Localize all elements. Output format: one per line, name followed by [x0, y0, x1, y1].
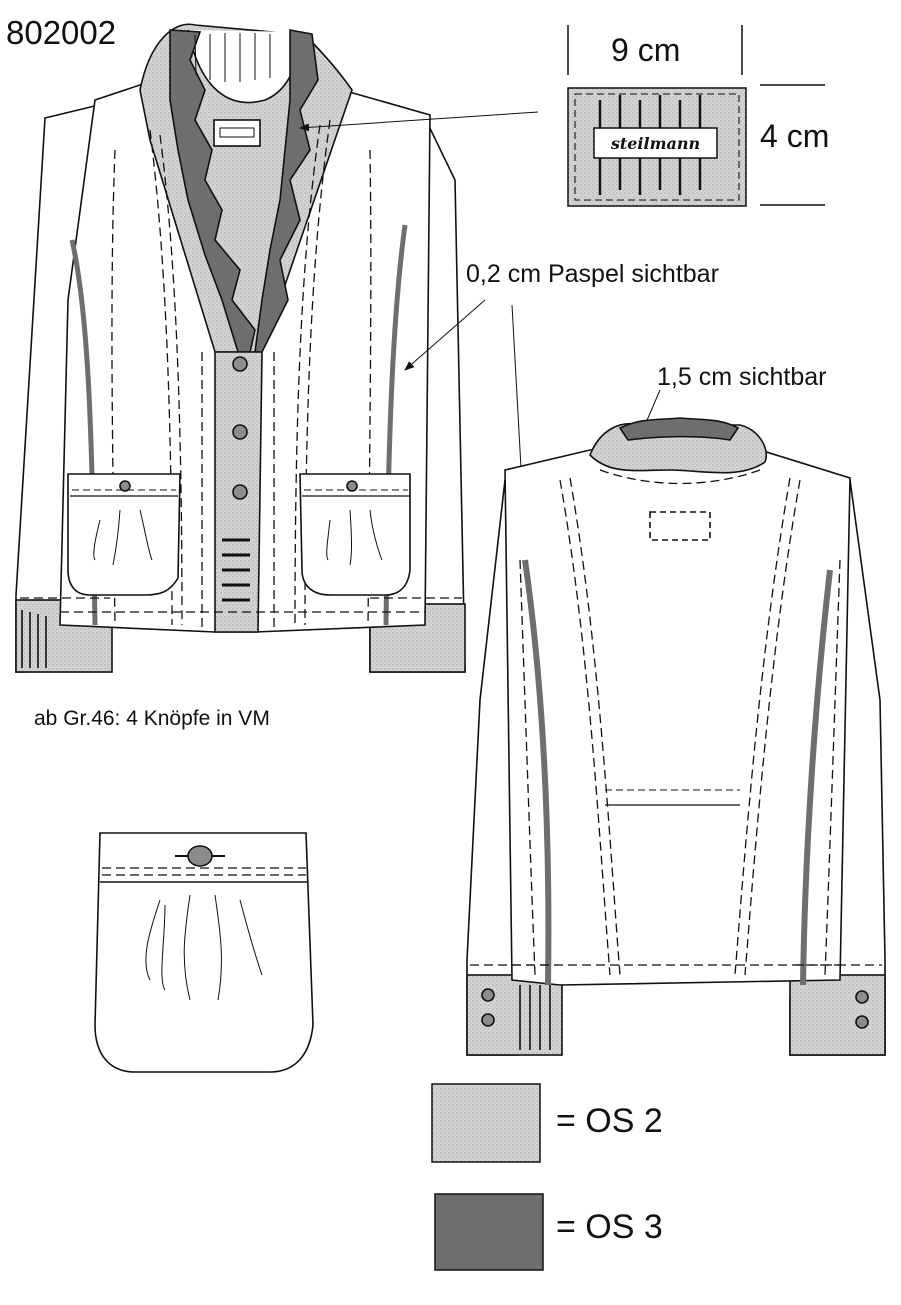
legend-swatch-os2: [431, 1083, 541, 1163]
back-label-box: [649, 511, 711, 541]
brand-label-detail: [299, 25, 825, 207]
front-ruffle-right-os3: [254, 29, 319, 353]
legend: [431, 1083, 544, 1271]
pocket-detail: [94, 832, 314, 1073]
front-button: [232, 424, 248, 440]
back-left-cuff: [466, 974, 563, 1056]
legend-label-os2: = OS 2: [556, 1102, 663, 1140]
brand-label-text: steilmann: [610, 133, 701, 153]
legend-swatch-os3: [434, 1193, 544, 1271]
back-right-cuff: [789, 974, 886, 1056]
back-piping-left-os3: [522, 559, 552, 986]
legend-label-os3: = OS 3: [556, 1208, 663, 1246]
back-jacket-view: [466, 417, 886, 1056]
front-jacket-view: [15, 23, 466, 673]
collar-note: 1,5 cm sichtbar: [657, 363, 827, 391]
label-width-dimension: 9 cm: [611, 32, 681, 68]
back-piping-right-os3: [800, 569, 833, 986]
back-body: [504, 449, 851, 986]
front-button: [232, 356, 248, 372]
front-button: [232, 484, 248, 500]
back-collar-ruffle-os3: [618, 417, 740, 441]
piping-note: 0,2 cm Paspel sichtbar: [466, 260, 719, 288]
buttons-note: ab Gr.46: 4 Knöpfe in VM: [34, 707, 270, 730]
label-height-dimension: 4 cm: [760, 118, 830, 154]
style-number: 802002: [6, 14, 117, 51]
front-pocket-right: [299, 473, 411, 596]
front-ruffle-left-os3: [169, 29, 256, 353]
front-pocket-left: [67, 473, 181, 596]
